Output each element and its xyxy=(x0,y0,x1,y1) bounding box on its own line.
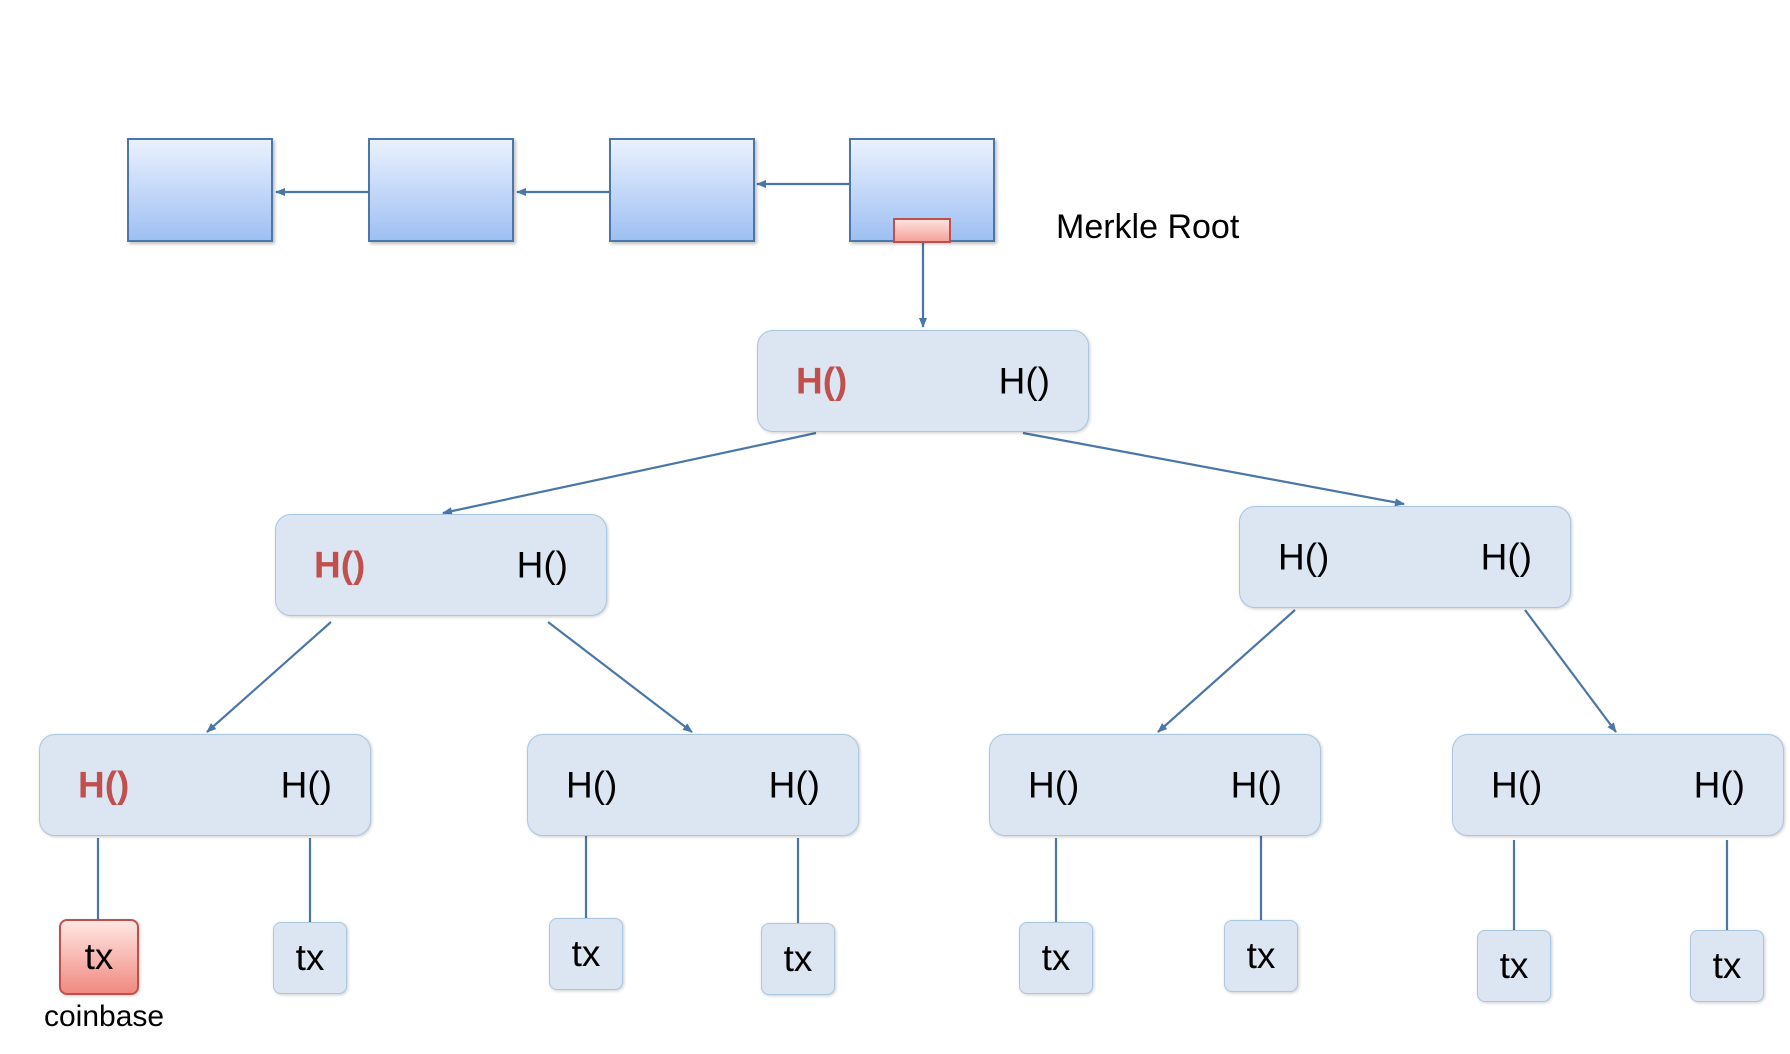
block-1 xyxy=(127,138,273,242)
edge-root-left xyxy=(442,431,817,516)
l3-3-left-hash: H() xyxy=(1028,764,1080,806)
level3-node-3: H() H() xyxy=(989,734,1321,836)
block-4 xyxy=(849,138,995,243)
merkle-root-label: Merkle Root xyxy=(1056,208,1240,246)
l3-1-right-hash: H() xyxy=(280,764,332,806)
edge-l2a-left xyxy=(206,621,332,733)
tx-leaf-6: tx xyxy=(1224,920,1298,992)
tx-leaf-2: tx xyxy=(273,922,347,994)
coinbase-label: coinbase xyxy=(44,1000,165,1033)
l2-right-right-hash: H() xyxy=(1480,536,1532,578)
l3-1-left-hash: H() xyxy=(78,764,130,806)
merkle-root-field xyxy=(893,218,951,243)
l2-right-left-hash: H() xyxy=(1278,536,1330,578)
tx-leaf-3: tx xyxy=(549,918,623,990)
level2-node-right: H() H() xyxy=(1239,506,1571,608)
l2-left-right-hash: H() xyxy=(516,544,568,586)
l3-2-right-hash: H() xyxy=(768,764,820,806)
l3-4-right-hash: H() xyxy=(1693,764,1745,806)
l3-2-left-hash: H() xyxy=(566,764,618,806)
block-2 xyxy=(368,138,514,242)
level3-node-1: H() H() xyxy=(39,734,371,836)
block-3 xyxy=(609,138,755,242)
level2-node-left: H() H() xyxy=(275,514,607,616)
edge-l2b-left xyxy=(1157,609,1296,733)
root-left-hash: H() xyxy=(796,360,848,402)
tree-root-node: H() H() xyxy=(757,330,1089,432)
tx-leaf-4: tx xyxy=(761,923,835,995)
level3-node-4: H() H() xyxy=(1452,734,1784,836)
edge-l2b-right xyxy=(1524,609,1617,733)
l3-4-left-hash: H() xyxy=(1491,764,1543,806)
tx-leaf-coinbase: tx xyxy=(59,919,139,995)
edge-root-right xyxy=(1022,431,1405,507)
edge-l2a-right xyxy=(547,621,693,733)
l3-3-right-hash: H() xyxy=(1230,764,1282,806)
tx-leaf-7: tx xyxy=(1477,930,1551,1002)
level3-node-2: H() H() xyxy=(527,734,859,836)
l2-left-left-hash: H() xyxy=(314,544,366,586)
tx-leaf-5: tx xyxy=(1019,922,1093,994)
root-right-hash: H() xyxy=(998,360,1050,402)
tx-leaf-8: tx xyxy=(1690,930,1764,1002)
